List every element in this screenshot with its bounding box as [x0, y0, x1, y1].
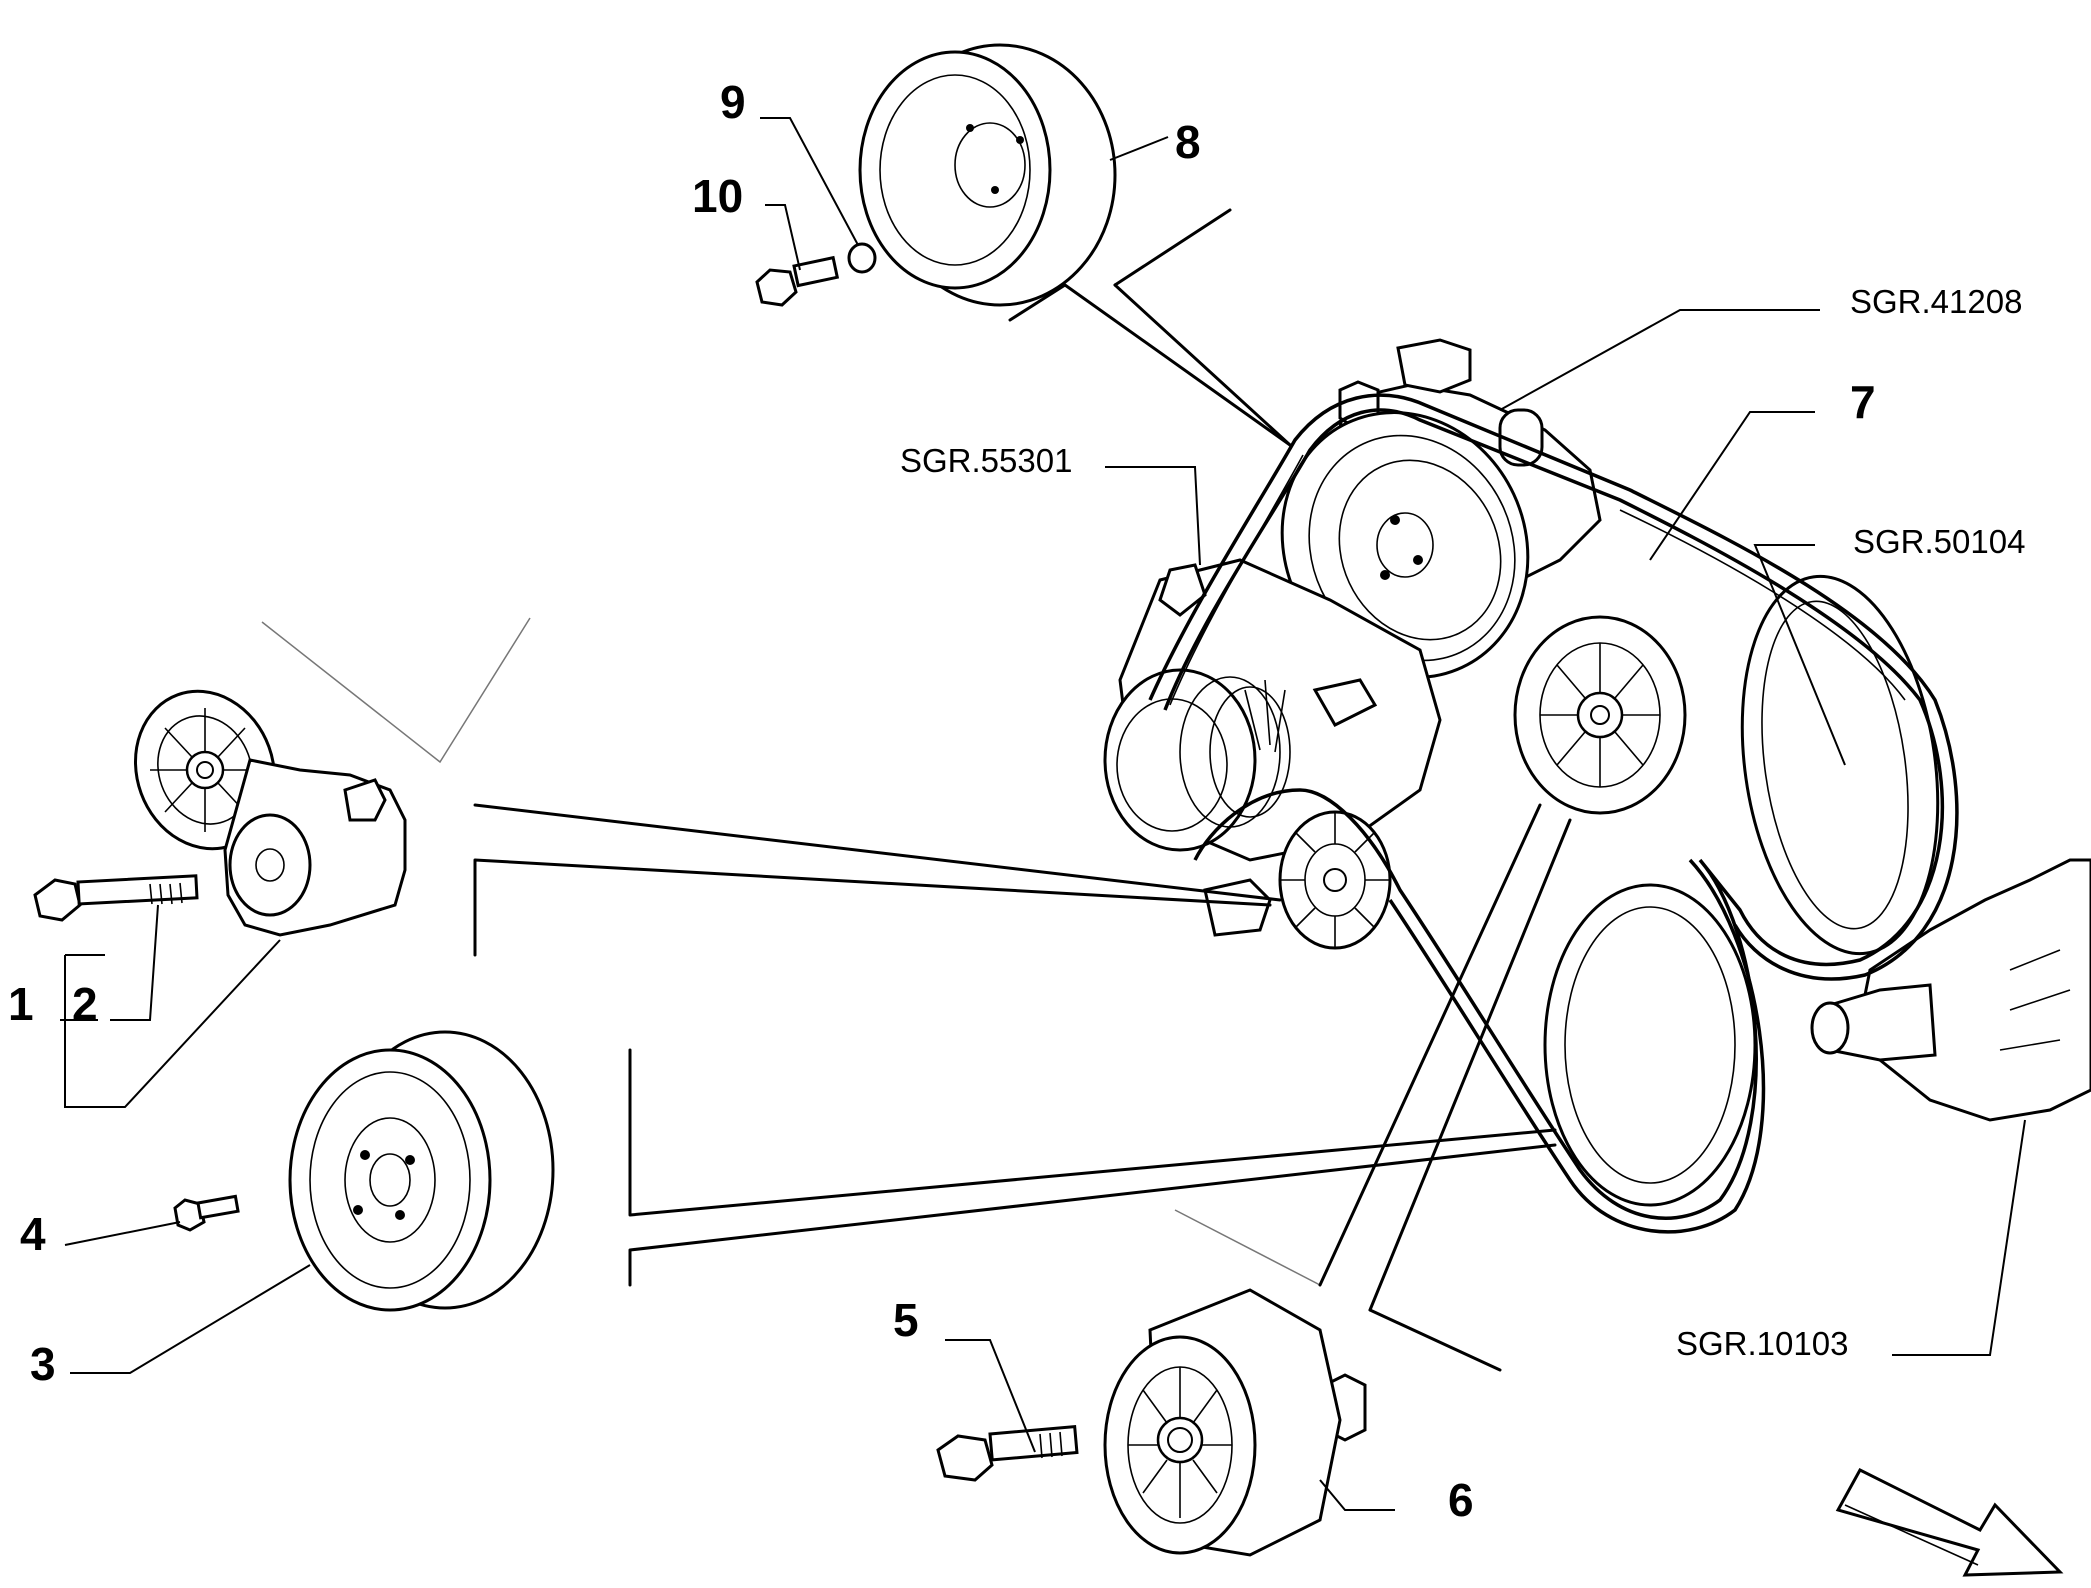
callout-6: 6: [1448, 1474, 1474, 1526]
ref-sgr-50104: SGR.50104: [1853, 523, 2025, 560]
callout-leaders: [60, 117, 2026, 1511]
callout-3: 3: [30, 1338, 56, 1390]
screw-part-4: [173, 1194, 240, 1232]
arrow-down-right-icon: [1835, 1468, 2064, 1577]
callout-10: 10: [692, 170, 743, 222]
tensioner-bolt: [33, 874, 199, 922]
bolt-part-5: [936, 1424, 1079, 1482]
idler-pulley-part-6: [1103, 1288, 1367, 1557]
engine-assembly: [1103, 338, 2091, 1234]
bolt-part-10: [755, 255, 840, 307]
callout-5: 5: [893, 1294, 919, 1346]
callout-8: 8: [1175, 116, 1201, 168]
ref-sgr-10103: SGR.10103: [1676, 1325, 1848, 1362]
callout-2: 2: [72, 978, 98, 1030]
crank-pulley-part-3: [288, 1030, 555, 1312]
tensioner-assembly: [133, 689, 407, 937]
reference-codes: SGR.41208 SGR.55301 SGR.50104 SGR.10103: [900, 283, 2025, 1362]
callout-9: 9: [720, 76, 746, 128]
callout-numbers: 1 2 3 4 5 6 7 8 9 10: [8, 76, 1876, 1526]
callout-4: 4: [20, 1208, 46, 1260]
explosion-lines: [261, 208, 1572, 1372]
callout-1: 1: [8, 978, 34, 1030]
pulley-part-8: [858, 43, 1117, 307]
washer-part-9: [847, 242, 877, 274]
callout-7: 7: [1850, 376, 1876, 428]
ref-sgr-55301: SGR.55301: [900, 442, 1072, 479]
ref-sgr-41208: SGR.41208: [1850, 283, 2022, 320]
